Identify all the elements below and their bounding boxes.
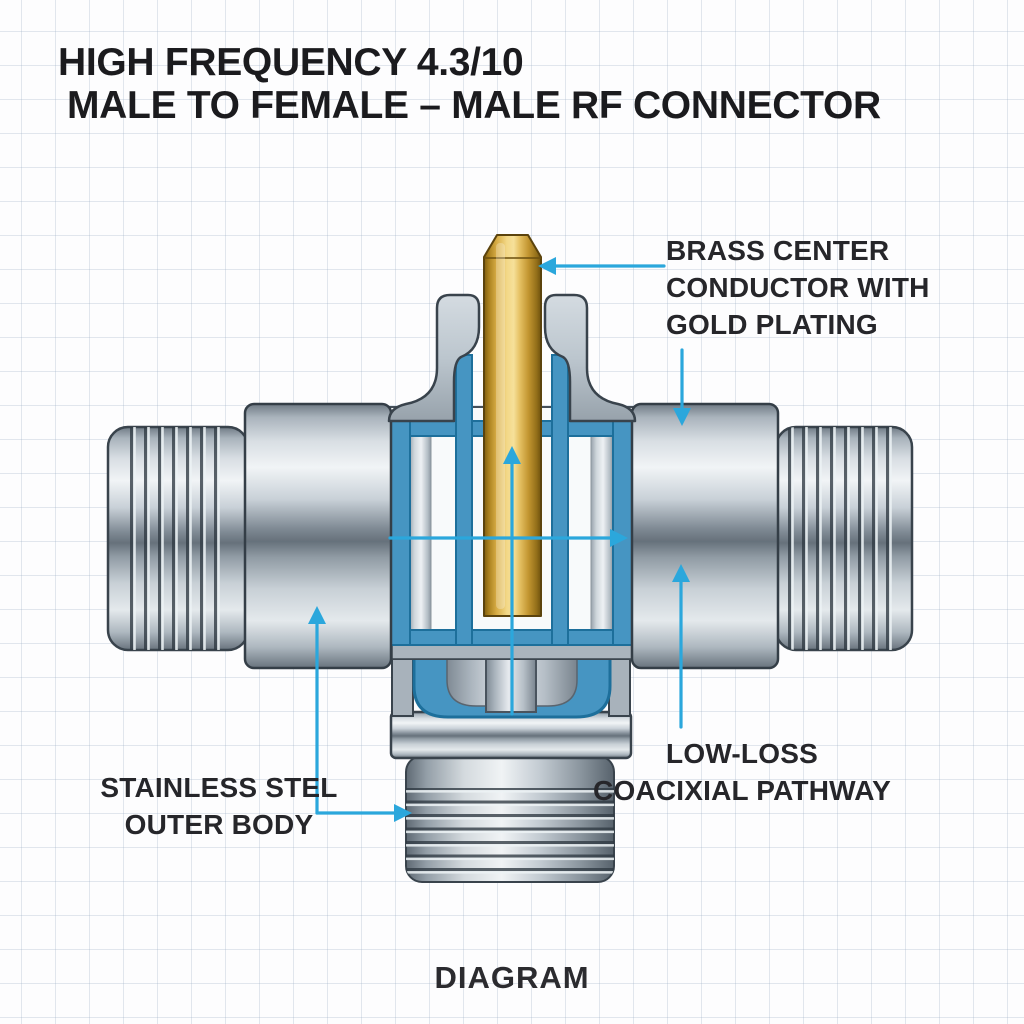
right-port-threads	[780, 427, 894, 650]
annotation-arrowheads	[308, 257, 691, 822]
bottom-port-threads	[406, 788, 614, 876]
label-line: GOLD PLATING	[666, 308, 878, 340]
label-brass-center-conductor: BRASS CENTER CONDUCTOR WITH GOLD PLATING	[666, 233, 930, 344]
label-line: STAINLESS STEL	[100, 772, 338, 803]
collar-right	[543, 293, 637, 423]
arrowhead-brass-conductor	[538, 257, 556, 275]
top-collar	[387, 293, 637, 423]
label-line: COACIXIAL PATHWAY	[593, 774, 891, 806]
arrowhead-signal-path	[610, 529, 628, 547]
collar-left	[387, 293, 481, 423]
insulator-column-inner-left	[455, 354, 473, 646]
page-title: HIGH FREQUENCY 4.3/10 MALE TO FEMALE – M…	[58, 41, 881, 128]
arrowhead-outer-body-right	[394, 804, 412, 822]
title-line-2: MALE TO FEMALE – MALE RF CONNECTOR	[67, 83, 881, 127]
label-stainless-outer-body: STAINLESS STEL OUTER BODY	[100, 770, 337, 844]
arrowhead-low-loss	[672, 564, 690, 582]
bottom-threaded-port	[389, 710, 633, 883]
arrowhead-center-axis	[503, 446, 521, 464]
annotation-lines	[315, 264, 684, 815]
label-low-loss-pathway: LOW-LOSS COACIXIAL PATHWAY	[593, 736, 891, 810]
diagram-caption: DIAGRAM	[434, 960, 590, 995]
right-threaded-port	[774, 425, 914, 652]
label-line: LOW-LOSS	[666, 738, 818, 769]
label-line: BRASS CENTER	[666, 235, 890, 266]
arrowhead-outer-body-up	[308, 606, 326, 624]
label-line: OUTER BODY	[124, 808, 314, 840]
label-line: CONDUCTOR WITH	[666, 271, 930, 303]
arrowhead-into-right-nut	[673, 408, 691, 426]
pin-highlight	[496, 243, 505, 609]
right-coupling-nut	[630, 402, 780, 670]
left-port-threads	[126, 427, 226, 650]
insulator-column-inner-right	[551, 354, 569, 646]
title-line-1: HIGH FREQUENCY 4.3/10	[58, 41, 524, 84]
left-threaded-port	[106, 425, 250, 652]
inner-column-left	[408, 433, 432, 631]
center-conductor-pin	[483, 234, 542, 617]
inner-column-right	[590, 433, 614, 631]
